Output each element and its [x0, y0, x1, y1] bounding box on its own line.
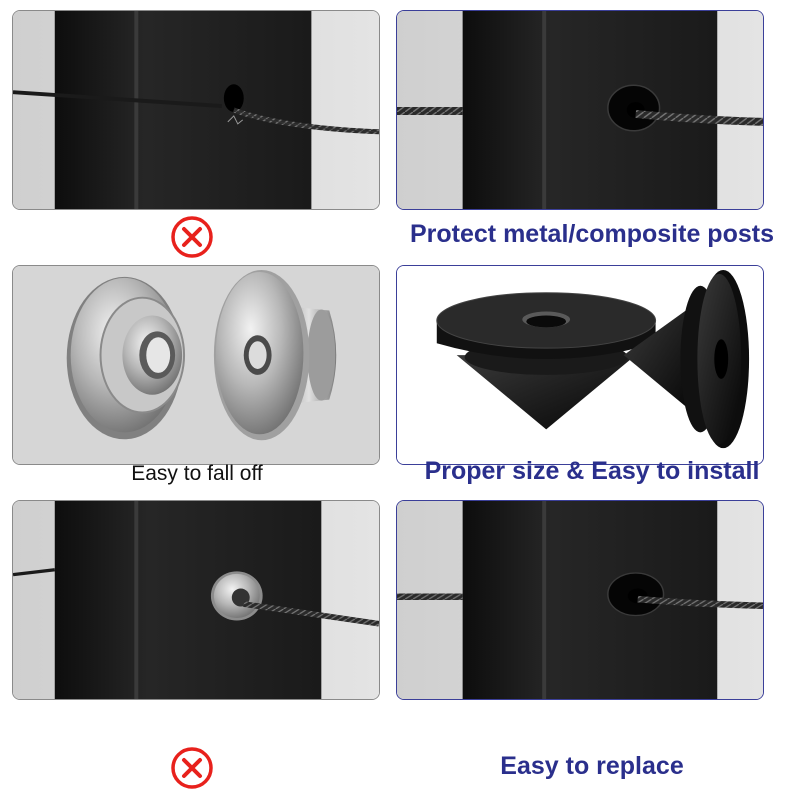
x-circle-icon [170, 746, 214, 790]
panel-black-grommet-replace [396, 500, 764, 700]
caption-proper-size: Proper size & Easy to install [424, 457, 760, 485]
x-circle-icon [170, 215, 214, 259]
caption-easy-fall-off: Easy to fall off [131, 462, 263, 485]
panel-black-grommet-installed [396, 10, 764, 210]
panel-steel-grommets [12, 265, 380, 465]
panel-black-rubber-grommets [396, 265, 764, 465]
caption-protect-posts: Protect metal/composite posts [410, 220, 774, 248]
panel-steel-grommet-installed [12, 500, 380, 700]
caption-easy-replace: Easy to replace [500, 752, 684, 780]
panel-bare-hole [12, 10, 380, 210]
